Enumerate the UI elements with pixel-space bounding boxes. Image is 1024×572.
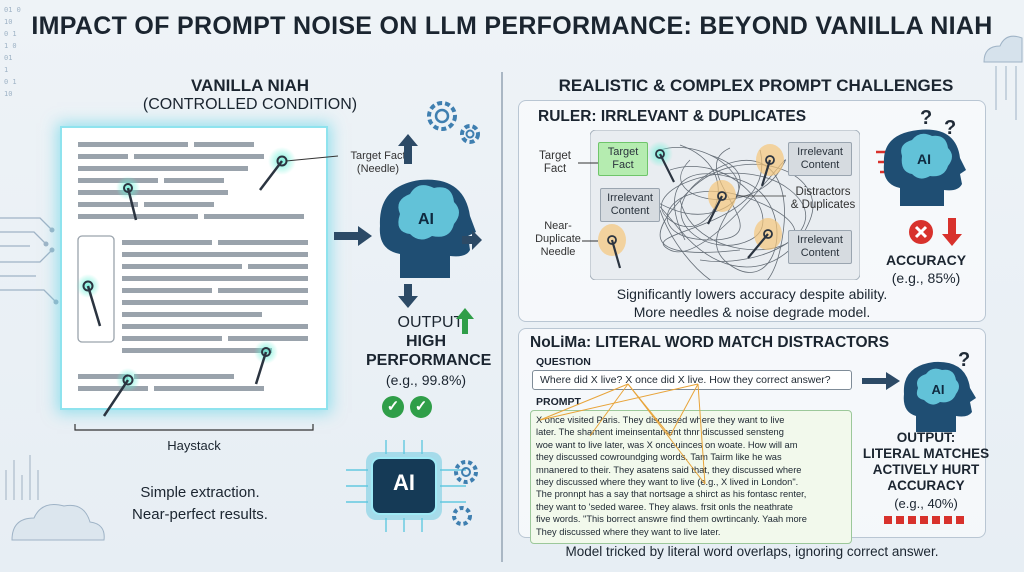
performance-value: (e.g., 99.8%) [385, 372, 467, 388]
haystack-label: Haystack [167, 438, 221, 453]
svg-text:01 0: 01 0 [4, 6, 21, 14]
target-fact-box: Target Fact [598, 142, 648, 176]
left-caption-line1: Simple extraction. [140, 484, 260, 501]
nolima-heading: NoLiMa: LITERAL WORD MATCH DISTRACTORS [530, 334, 890, 351]
question-label: QUESTION [536, 356, 591, 368]
svg-text:AI: AI [932, 382, 945, 397]
prompt-text: X once visited Paris. They discussed whe… [536, 414, 850, 538]
prompt-line: five words. "This borrect answre find th… [536, 514, 807, 525]
accuracy-value: (e.g., 85%) [891, 270, 961, 286]
needle-icon [116, 176, 140, 221]
prompt-line: they discussed where they want to live (… [536, 477, 799, 488]
svg-text:AI: AI [917, 151, 931, 167]
needle-icon [707, 180, 736, 225]
left-caption-line2: Near-perfect results. [132, 506, 268, 523]
nolima-accuracy-value: (e.g., 40%) [894, 496, 958, 511]
needle-pointer-line [285, 155, 339, 162]
irrelevant-content-box-left: Irrelevant Content [600, 188, 660, 222]
needle-icon [102, 368, 140, 417]
question-text: Where did X live? X once did X live. How… [540, 374, 831, 386]
prompt-line: woe want to live later, was X onceuinces… [536, 439, 798, 450]
confused-ai-brain-icon: AI ? [903, 349, 976, 432]
error-icon [909, 218, 962, 246]
near-duplicate-label: Near- Duplicate Needle [535, 220, 581, 258]
prompt-line: X once visited Paris. They discussed whe… [536, 415, 785, 425]
warning-stripe [884, 516, 964, 524]
vanilla-niah-heading: VANILLA NIAH [190, 76, 310, 95]
needle-label: Target Fact (Needle) [350, 150, 406, 175]
prompt-line: later. The shament imeinsentament thnr d… [536, 427, 784, 438]
vanilla-niah-subheading: (CONTROLLED CONDITION) [142, 96, 358, 113]
prompt-line: they want to 'seded waree. They alaws. f… [536, 501, 793, 512]
svg-text:10: 10 [4, 90, 12, 98]
literal-match-connectors [539, 383, 706, 485]
nolima-output-label: OUTPUT: [896, 430, 956, 445]
label-pointer-line [582, 240, 598, 242]
page-title: IMPACT OF PROMPT NOISE ON LLM PERFORMANC… [31, 12, 993, 40]
svg-text:AI: AI [418, 211, 434, 228]
output-label: OUTPUT: [397, 314, 466, 331]
literal-matches-label: LITERAL MATCHES ACTIVELY HURT ACCURACY [862, 446, 990, 493]
challenges-heading: REALISTIC & COMPLEX PROMPT CHALLENGES [558, 76, 954, 95]
accuracy-label: ACCURACY [885, 252, 967, 268]
prompt-line: mnanered to their. They asatens said tha… [536, 464, 802, 475]
svg-text:01: 01 [4, 54, 12, 62]
needle-icon [756, 144, 784, 187]
haystack-bracket [74, 424, 314, 431]
svg-text:0 1: 0 1 [4, 30, 17, 38]
svg-text:1 0: 1 0 [4, 42, 17, 50]
arrow-up-icon [398, 134, 418, 164]
arrow-right-icon [462, 230, 482, 250]
distractors-label: Distractors & Duplicates [790, 186, 856, 211]
needle-icon [254, 340, 278, 385]
prompt-line: they discussed cowroundging words. Tam T… [536, 452, 782, 463]
irrelevant-content-box-bottom: Irrelevant Content [788, 230, 852, 264]
ruler-caption-line1: Significantly lowers accuracy despite ab… [616, 286, 888, 302]
needle-icons [76, 147, 339, 417]
arrow-down-icon [398, 284, 418, 308]
svg-text:0 1: 0 1 [4, 78, 17, 86]
needle-icon [259, 147, 296, 191]
prompt-label: PROMPT [536, 396, 581, 408]
arrow-right-icon [862, 372, 900, 390]
gear-icon [427, 101, 480, 144]
question-box [532, 370, 852, 390]
ai-chip-label: AI [393, 470, 415, 495]
svg-text:10: 10 [4, 18, 12, 26]
ai-chip-icon [346, 440, 466, 532]
svg-text:1: 1 [4, 66, 8, 74]
prompt-line: They discussed where they want to live l… [536, 526, 721, 537]
gear-icon [452, 460, 478, 526]
needle-icon [598, 224, 626, 269]
ruler-caption-line2: More needles & noise degrade model. [633, 304, 871, 320]
confused-ai-brain-icon: AI ? ? [876, 108, 966, 206]
check-icon: ✓ [410, 396, 432, 418]
label-pointer-line [578, 162, 598, 164]
arrow-right-icon [334, 226, 372, 246]
ai-brain-head-icon: AI [379, 179, 476, 278]
high-performance-label: HIGH PERFORMANCE [366, 333, 492, 369]
check-icon: ✓ [382, 396, 404, 418]
irrelevant-content-box-top: Irrelevant Content [788, 142, 852, 176]
haystack-text-lines [77, 142, 308, 391]
prompt-box [530, 410, 852, 544]
arrow-up-green-icon [456, 308, 474, 334]
needle-icon [76, 274, 102, 327]
svg-text:?: ? [920, 108, 932, 129]
needle-icon [747, 218, 782, 259]
ruler-heading: RULER: IRRLEVANT & DUPLICATES [538, 108, 807, 125]
section-divider [501, 72, 503, 562]
svg-text:?: ? [958, 349, 970, 371]
target-fact-outer-label: Target Fact [539, 150, 571, 175]
nolima-caption: Model tricked by literal word overlaps, … [565, 544, 939, 559]
prompt-line: The pronnpt has a say that nortsage a sh… [536, 489, 807, 500]
needle-icon [647, 141, 675, 183]
svg-text:?: ? [944, 117, 956, 139]
